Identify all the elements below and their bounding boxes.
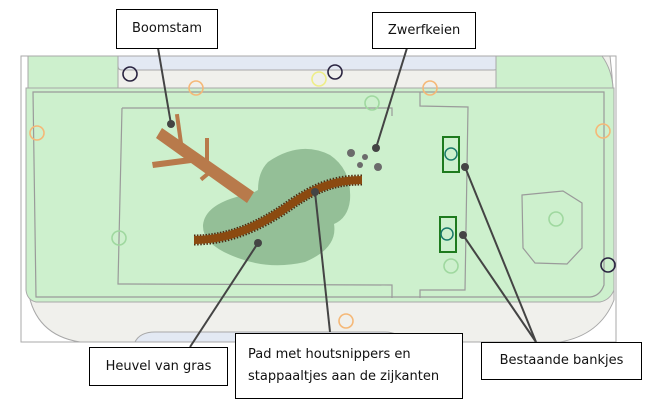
marker-green-1 bbox=[364, 95, 380, 111]
leader-dot-bench-1 bbox=[461, 163, 469, 171]
callout-path-text-line2: stappaaltjes aan de zijkanten bbox=[248, 369, 440, 384]
leader-dot-bench-2 bbox=[459, 231, 467, 239]
leader-path bbox=[314, 191, 331, 333]
marker-orange-4 bbox=[595, 123, 611, 139]
leader-dot-tree bbox=[167, 120, 175, 128]
bench-1 bbox=[442, 136, 460, 173]
leader-hill bbox=[189, 242, 259, 348]
ring-markers bbox=[29, 64, 616, 329]
marker-orange-2 bbox=[422, 80, 438, 96]
callout-benches-text: Bestaande bankjes bbox=[499, 353, 624, 368]
woodchip-path bbox=[193, 176, 363, 244]
marker-orange-3 bbox=[29, 125, 45, 141]
callout-boulders: Zwerfkeien bbox=[372, 12, 476, 49]
marker-green-2 bbox=[111, 230, 127, 246]
inner-field-outline bbox=[117, 92, 469, 298]
callout-benches: Bestaande bankjes bbox=[481, 342, 642, 380]
callout-grass-hill: Heuvel van gras bbox=[89, 347, 228, 386]
callout-tree-trunk-text: Boomstam bbox=[132, 21, 202, 36]
marker-orange-1 bbox=[188, 80, 204, 96]
top-blue-band bbox=[117, 55, 499, 71]
marker-orange-5 bbox=[338, 313, 354, 329]
leader-boulders bbox=[375, 47, 408, 149]
leader-dot-boulders bbox=[372, 144, 380, 152]
callout-tree-trunk: Boomstam bbox=[116, 9, 218, 49]
marker-dark-1 bbox=[122, 66, 138, 82]
callout-path: Pad met houtsnippers en stappaaltjes aan… bbox=[235, 333, 463, 399]
bench-2 bbox=[439, 216, 457, 253]
marker-dark-2 bbox=[327, 64, 343, 80]
callout-boulders-text: Zwerfkeien bbox=[387, 22, 461, 38]
right-polygon-area bbox=[521, 190, 583, 265]
leader-lines bbox=[157, 47, 537, 348]
boulders bbox=[347, 149, 382, 171]
leader-dot-path bbox=[311, 188, 319, 196]
marker-dark-3 bbox=[600, 257, 616, 273]
marker-yellow-1 bbox=[311, 71, 327, 87]
leader-dot-hill bbox=[254, 239, 262, 247]
marker-green-4 bbox=[443, 258, 459, 274]
callout-path-text-line1: Pad met houtsnippers en bbox=[248, 347, 411, 362]
grass-corner-left bbox=[27, 55, 119, 89]
callout-grass-hill-text: Heuvel van gras bbox=[105, 358, 212, 374]
leader-bench-2 bbox=[462, 234, 537, 343]
grass-inner-border bbox=[32, 91, 605, 298]
leader-tree bbox=[157, 47, 172, 125]
grass-corner-right bbox=[495, 55, 614, 89]
marker-green-3 bbox=[548, 211, 564, 227]
leader-bench-1 bbox=[464, 166, 537, 343]
tree-trunk bbox=[152, 113, 254, 203]
